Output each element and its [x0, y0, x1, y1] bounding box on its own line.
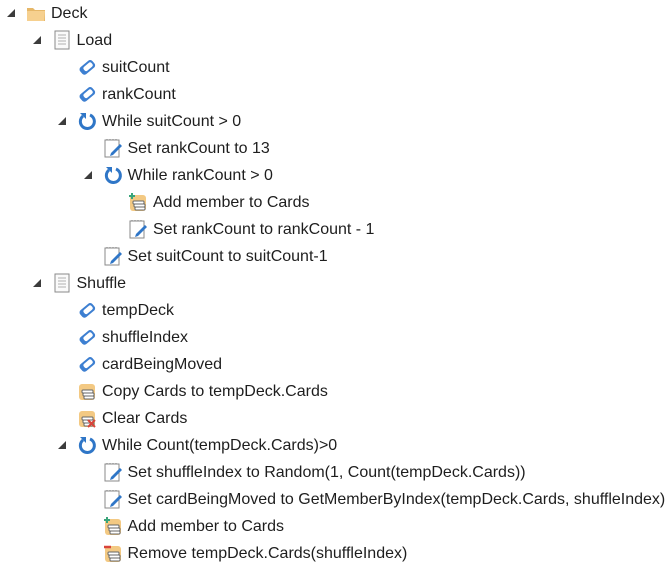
expand-collapse-icon[interactable] — [7, 9, 15, 17]
variable-icon — [77, 57, 97, 77]
tree-item-label: Set cardBeingMoved to GetMemberByIndex(t… — [127, 491, 666, 508]
add-member-icon — [128, 192, 148, 212]
tree-item-label: suitCount — [102, 59, 170, 76]
tree-item-label: tempDeck — [102, 302, 175, 319]
tree-item[interactable]: Load — [0, 27, 670, 54]
tree-item[interactable]: rankCount — [0, 81, 670, 108]
tree-item-label: Set shuffleIndex to Random(1, Count(temp… — [127, 464, 526, 481]
variable-icon — [77, 354, 97, 374]
assign-icon — [103, 489, 123, 509]
tree-item[interactable]: Add member to Cards — [0, 513, 670, 540]
assign-icon — [128, 219, 148, 239]
copy-collection-icon — [77, 381, 97, 401]
tree-item-label: shuffleIndex — [102, 329, 188, 346]
variable-icon — [77, 84, 97, 104]
loop-icon — [77, 435, 97, 455]
tree-item[interactable]: Shuffle — [0, 270, 670, 297]
tree-item[interactable]: Set cardBeingMoved to GetMemberByIndex(t… — [0, 486, 670, 513]
document-icon — [52, 30, 72, 50]
tree-item[interactable]: While suitCount > 0 — [0, 108, 670, 135]
tree-item-label: While rankCount > 0 — [127, 167, 273, 184]
tree-item[interactable]: While rankCount > 0 — [0, 162, 670, 189]
clear-collection-icon — [77, 408, 97, 428]
tree-item[interactable]: Set rankCount to rankCount - 1 — [0, 216, 670, 243]
tree-item[interactable]: shuffleIndex — [0, 324, 670, 351]
tree-item[interactable]: Add member to Cards — [0, 189, 670, 216]
loop-icon — [77, 111, 97, 131]
tree-item[interactable]: tempDeck — [0, 297, 670, 324]
tree-item[interactable]: Set shuffleIndex to Random(1, Count(temp… — [0, 459, 670, 486]
tree-item-label: Deck — [51, 5, 88, 22]
expand-collapse-icon[interactable] — [32, 279, 41, 287]
variable-icon — [77, 327, 97, 347]
tree-item-label: Add member to Cards — [127, 518, 285, 535]
tree-item-label: Shuffle — [76, 275, 127, 292]
expand-collapse-icon[interactable] — [83, 171, 92, 179]
variable-icon — [77, 300, 97, 320]
tree-item[interactable]: cardBeingMoved — [0, 351, 670, 378]
tree-item[interactable]: suitCount — [0, 54, 670, 81]
tree-item-label: Remove tempDeck.Cards(shuffleIndex) — [127, 545, 408, 562]
tree-item-label: Load — [76, 32, 113, 49]
document-icon — [52, 273, 72, 293]
assign-icon — [103, 138, 123, 158]
tree-item-label: cardBeingMoved — [102, 356, 223, 373]
tree-item-label: While Count(tempDeck.Cards)>0 — [102, 437, 338, 454]
folder-icon — [26, 3, 46, 23]
expand-collapse-icon[interactable] — [58, 441, 66, 449]
tree-item[interactable]: Remove tempDeck.Cards(shuffleIndex) — [0, 540, 670, 567]
assign-icon — [103, 462, 123, 482]
tree-item[interactable]: While Count(tempDeck.Cards)>0 — [0, 432, 670, 459]
tree-item[interactable]: Set suitCount to suitCount-1 — [0, 243, 670, 270]
tree-item[interactable]: Deck — [0, 0, 670, 27]
tree-item-label: Clear Cards — [102, 410, 188, 427]
tree-item[interactable]: Copy Cards to tempDeck.Cards — [0, 378, 670, 405]
tree-item[interactable]: Set rankCount to 13 — [0, 135, 670, 162]
tree-item-label: Copy Cards to tempDeck.Cards — [102, 383, 328, 400]
tree-item-label: rankCount — [102, 86, 176, 103]
remove-member-icon — [103, 543, 123, 563]
tree-item-label: Set suitCount to suitCount-1 — [127, 248, 328, 265]
loop-icon — [103, 165, 123, 185]
tree-item-label: Set rankCount to rankCount - 1 — [153, 221, 375, 238]
assign-icon — [103, 246, 123, 266]
tree-item[interactable]: Clear Cards — [0, 405, 670, 432]
add-member-icon — [103, 516, 123, 536]
tree-item-label: Add member to Cards — [153, 194, 310, 211]
expand-collapse-icon[interactable] — [58, 117, 66, 125]
tree-item-label: While suitCount > 0 — [102, 113, 242, 130]
expand-collapse-icon[interactable] — [32, 36, 41, 44]
tree-item-label: Set rankCount to 13 — [127, 140, 270, 157]
